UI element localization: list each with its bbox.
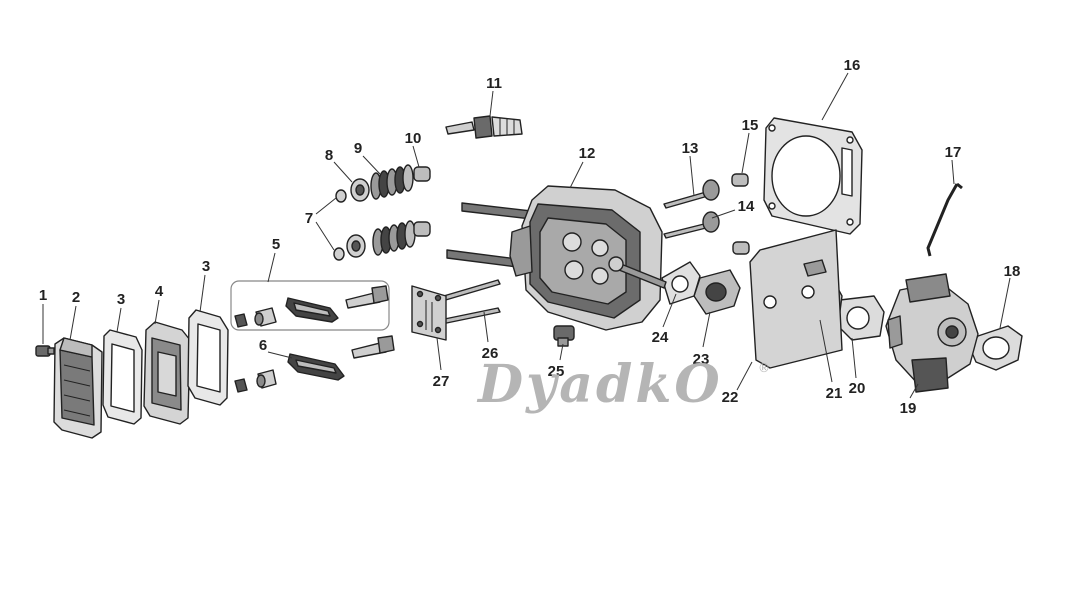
callout-1: 1: [39, 287, 47, 304]
watermark-logo: DyadkO: [476, 354, 723, 415]
callout-17: 17: [945, 144, 962, 161]
callout-7: 7: [305, 210, 313, 227]
callout-15: 15: [742, 117, 759, 134]
watermark-registered-mark: ®: [758, 361, 770, 375]
callout-10: 10: [405, 130, 422, 147]
part-6-rocker-arm-lower: [234, 335, 395, 393]
part-25-bolt: [553, 325, 575, 347]
callout-4: 4: [155, 283, 164, 300]
part-7-valve-keepers: [333, 189, 347, 261]
part-18-carburetor-gasket: [969, 325, 1023, 371]
part-19-carburetor: [885, 273, 979, 393]
part-4-breather-cover: [143, 321, 191, 425]
part-14-exhaust-valve: [663, 211, 720, 239]
callout-3-right: 3: [202, 258, 210, 275]
watermark: DyadkO ®: [476, 354, 770, 415]
part-16-head-gasket: [763, 117, 863, 235]
part-8-spring-retainer: [346, 178, 370, 258]
callout-9: 9: [354, 140, 362, 157]
part-13-intake-valve: [663, 179, 720, 209]
callout-2: 2: [72, 289, 80, 306]
part-3-cover-gasket-right: [187, 309, 229, 406]
part-27-guide-plate: [411, 285, 447, 341]
part-2-valve-cover: [53, 337, 103, 439]
part-15-valve-guide: [731, 173, 750, 255]
callout-5: 5: [272, 236, 280, 253]
callout-24: 24: [652, 329, 669, 346]
callout-labels: 1 2 3 4 3 5 6 7 8 9 10 11 12 13 14 15 16…: [39, 57, 1021, 417]
callout-3-left: 3: [117, 291, 125, 308]
callout-22: 22: [722, 389, 739, 406]
callout-14: 14: [738, 198, 755, 215]
callout-12: 12: [579, 145, 596, 162]
callout-21: 21: [826, 385, 843, 402]
part-3-cover-gasket-left: [102, 329, 143, 425]
part-17-governor-rod: [926, 182, 963, 257]
part-23-intake-flange: [693, 269, 741, 315]
callout-16: 16: [844, 57, 861, 74]
callout-11: 11: [486, 75, 502, 92]
part-20-gasket: [837, 295, 885, 341]
callout-20: 20: [849, 380, 866, 397]
callout-25: 25: [548, 363, 565, 380]
callout-26: 26: [482, 345, 499, 362]
part-11-spark-plug: [445, 115, 523, 139]
part-12-cylinder-head: [446, 185, 663, 331]
part-5-rocker-arm-set: [230, 280, 390, 331]
part-10-valve-seal: [413, 166, 431, 237]
callout-13: 13: [682, 140, 699, 157]
callout-19: 19: [900, 400, 917, 417]
callout-18: 18: [1004, 263, 1021, 280]
callout-6: 6: [259, 337, 267, 354]
part-1-bolt: [35, 345, 55, 357]
callout-27: 27: [433, 373, 450, 390]
callout-23: 23: [693, 351, 710, 368]
leader-lines: [42, 72, 1011, 399]
callout-8: 8: [325, 147, 333, 164]
part-24-flange-gasket: [608, 256, 701, 305]
part-22-heat-shield: [749, 229, 843, 369]
part-9-valve-spring: [370, 164, 416, 256]
